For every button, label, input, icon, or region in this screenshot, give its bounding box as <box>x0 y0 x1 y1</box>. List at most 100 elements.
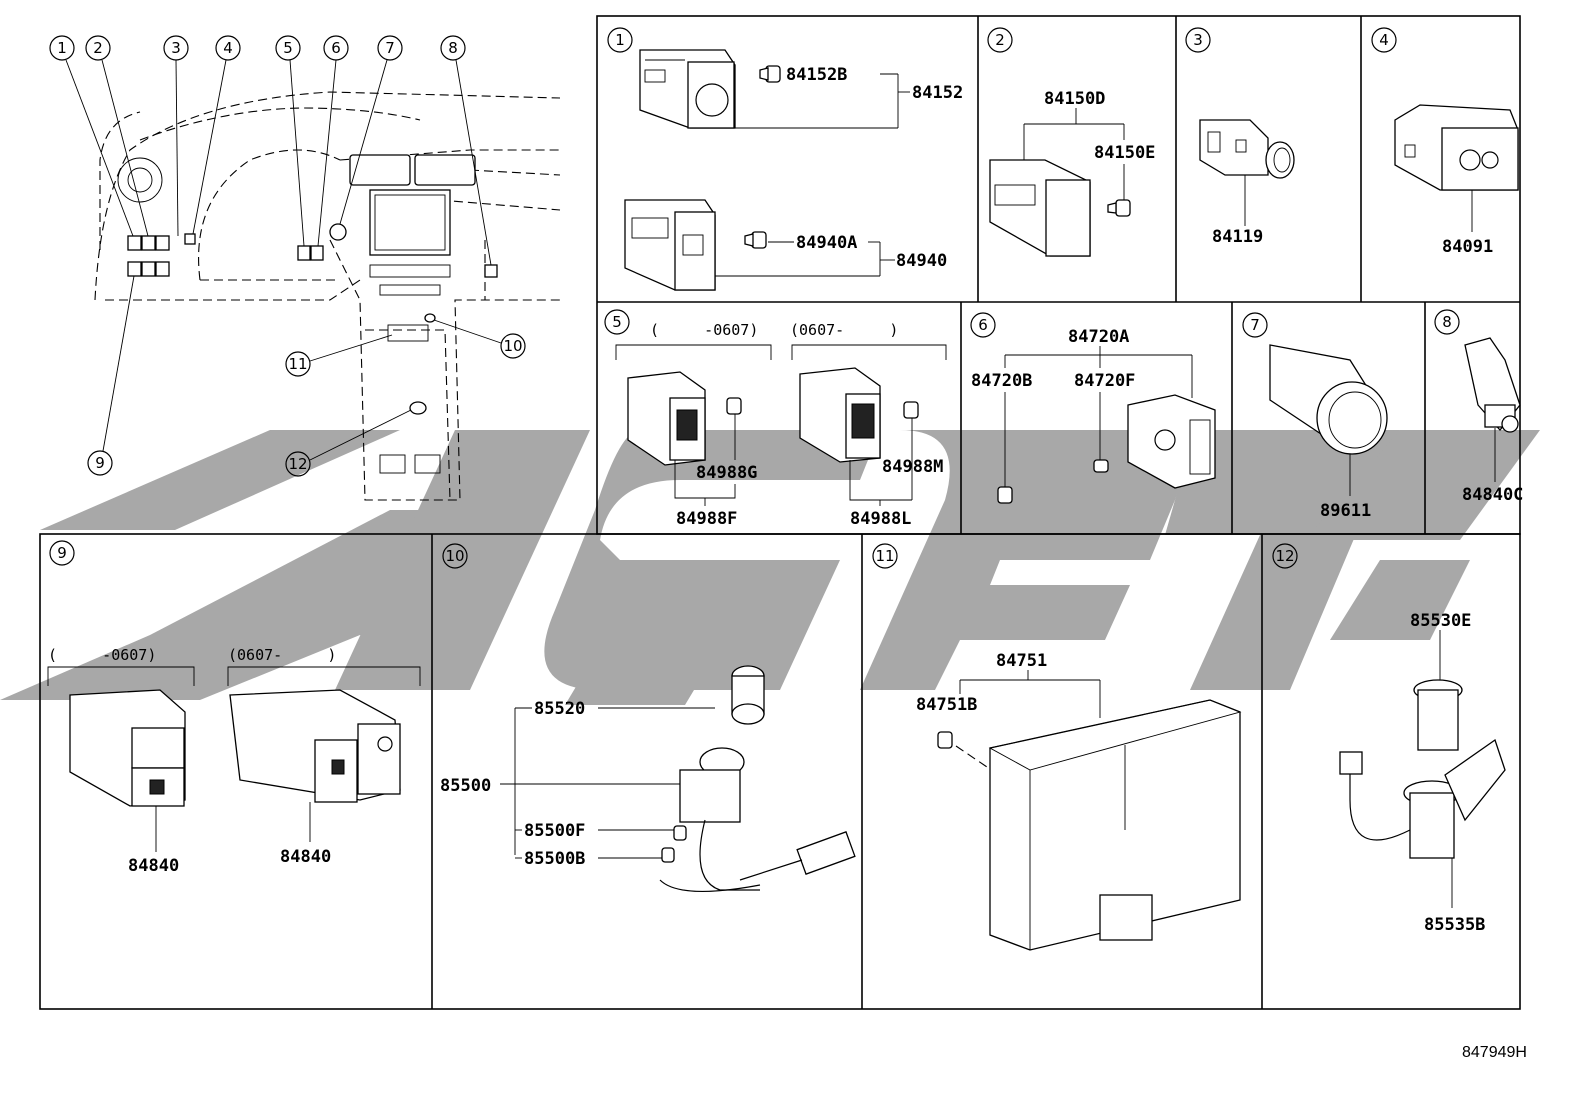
panel-5: 5 ( -0607) (0607- ) 84988G 84988F 84988M <box>604 309 947 529</box>
panel-8: 8 84840C <box>1434 309 1523 505</box>
part-84720a: 84720A <box>1068 327 1129 347</box>
panel-4: 4 84091 <box>1371 27 1519 257</box>
part-85520: 85520 <box>534 699 585 719</box>
part-85500: 85500 <box>440 776 491 796</box>
climate-control-panel <box>988 699 1242 951</box>
bulb-84720b <box>997 486 1013 504</box>
svg-text:4: 4 <box>1379 31 1389 49</box>
svg-text:9: 9 <box>95 454 105 472</box>
part-84751: 84751 <box>996 651 1047 671</box>
part-84988m: 84988M <box>882 457 943 477</box>
power-socket-85535b <box>1339 738 1506 859</box>
part-85500f: 85500F <box>524 821 585 841</box>
svg-text:11: 11 <box>875 547 894 565</box>
bulb-85500b <box>661 847 675 863</box>
svg-text:8: 8 <box>448 39 458 57</box>
bulb-85500f <box>673 825 687 841</box>
switch-84150d <box>989 159 1091 257</box>
svg-text:11: 11 <box>288 355 307 373</box>
switch-84988l <box>799 367 881 463</box>
svg-text:1: 1 <box>57 39 67 57</box>
part-84150e: 84150E <box>1094 143 1155 163</box>
overview-dashboard: 1 2 3 4 5 6 7 8 9 10 11 12 <box>49 35 561 501</box>
bulb-84940a <box>744 231 767 249</box>
svg-text:12: 12 <box>1275 547 1294 565</box>
switch-84720a <box>1127 394 1216 489</box>
part-84840c: 84840C <box>1462 485 1523 505</box>
svg-text:6: 6 <box>331 39 341 57</box>
part-84720b: 84720B <box>971 371 1032 391</box>
part-84119: 84119 <box>1212 227 1263 247</box>
overview-callouts: 1 2 3 4 5 6 7 8 9 10 11 12 <box>49 35 526 477</box>
date-range-right: (0607- ) <box>228 646 336 664</box>
part-84988l: 84988L <box>850 509 911 529</box>
svg-text:7: 7 <box>385 39 395 57</box>
part-84751b: 84751B <box>916 695 977 715</box>
part-84091: 84091 <box>1442 237 1493 257</box>
switch-84988f <box>627 371 706 466</box>
panel-3: 3 84119 <box>1185 27 1295 247</box>
svg-text:8: 8 <box>1442 313 1452 331</box>
panel-1: 1 84152B 84152 84940A <box>607 27 963 291</box>
part-84840-left: 84840 <box>128 856 179 876</box>
part-85500b: 85500B <box>524 849 585 869</box>
switch-84119 <box>1199 119 1295 179</box>
panel-12: 12 85530E 85535B <box>1272 543 1506 935</box>
svg-text:2: 2 <box>93 39 103 57</box>
bulb-84720f <box>1093 459 1109 473</box>
bulb-84751b <box>937 731 953 749</box>
panel-11: 11 84751 84751B <box>872 543 1242 951</box>
panel-10: 10 85520 85500 85500F 85500B <box>440 543 856 893</box>
bulb-84150e <box>1107 199 1131 217</box>
panel-7: 7 89611 <box>1242 312 1388 521</box>
svg-text:9: 9 <box>57 544 67 562</box>
panel-frames <box>39 15 1521 1010</box>
bulb-84988m <box>903 401 919 419</box>
part-89611: 89611 <box>1320 501 1371 521</box>
panel-2: 2 84150D 84150E <box>987 27 1155 257</box>
headlight-leveling-switch <box>639 49 736 129</box>
bulb-84988g <box>726 397 742 415</box>
part-84940a: 84940A <box>796 233 857 253</box>
power-socket-85530e <box>1413 679 1463 751</box>
part-84720f: 84720F <box>1074 371 1135 391</box>
figure-reference: 847949H <box>1462 1044 1527 1061</box>
svg-text:5: 5 <box>612 313 622 331</box>
svg-text:10: 10 <box>503 337 522 355</box>
switch-84840-right <box>229 689 401 803</box>
start-stop-switch <box>1269 344 1388 455</box>
date-range-right: (0607- ) <box>790 321 898 339</box>
part-85530e: 85530E <box>1410 611 1471 631</box>
svg-text:2: 2 <box>995 31 1005 49</box>
cigarette-lighter-plug <box>731 665 765 725</box>
date-range-left: ( -0607) <box>48 646 156 664</box>
rear-fog-switch <box>624 199 716 291</box>
svg-text:10: 10 <box>445 547 464 565</box>
part-84988f: 84988F <box>676 509 737 529</box>
part-84150d: 84150D <box>1044 89 1105 109</box>
watermark-logo <box>0 430 1540 705</box>
svg-text:6: 6 <box>978 316 988 334</box>
panel-6: 6 84720A 84720B 84720F <box>970 312 1216 504</box>
part-84152: 84152 <box>912 83 963 103</box>
switch-84091 <box>1394 104 1519 191</box>
part-84840-right: 84840 <box>280 847 331 867</box>
svg-text:7: 7 <box>1250 316 1260 334</box>
svg-text:12: 12 <box>288 455 307 473</box>
svg-text:4: 4 <box>223 39 233 57</box>
part-85535b: 85535B <box>1424 915 1485 935</box>
part-84940: 84940 <box>896 251 947 271</box>
lighter-socket <box>659 747 856 893</box>
svg-text:3: 3 <box>171 39 181 57</box>
switch-84840c <box>1464 337 1521 433</box>
svg-text:3: 3 <box>1193 31 1203 49</box>
svg-text:1: 1 <box>615 31 625 49</box>
switch-84840-left <box>69 689 186 807</box>
bulb-84152b <box>759 65 781 83</box>
svg-text:5: 5 <box>283 39 293 57</box>
panel-9: 9 ( -0607) (0607- ) 84840 84840 <box>47 540 421 876</box>
part-84988g: 84988G <box>696 463 757 483</box>
date-range-left: ( -0607) <box>650 321 758 339</box>
part-84152b: 84152B <box>786 65 847 85</box>
